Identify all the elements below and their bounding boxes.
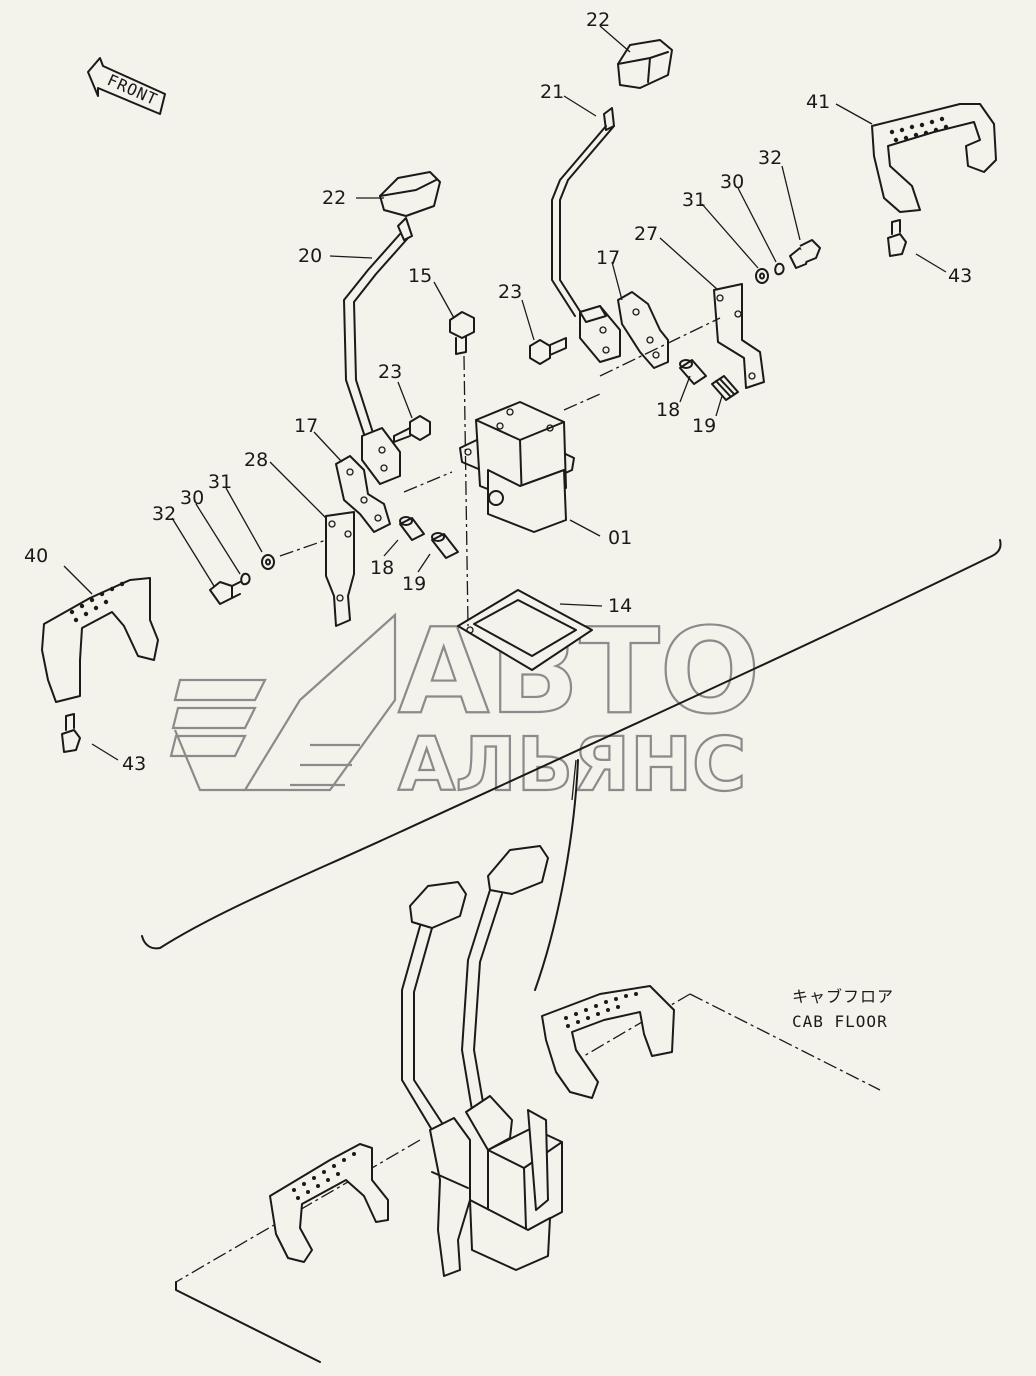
hidden-line xyxy=(571,759,577,801)
centerlines xyxy=(279,317,721,627)
valve-01 xyxy=(459,401,575,533)
bolt-23-left xyxy=(393,415,431,443)
pin-18-right xyxy=(679,359,707,385)
bolt-32-right xyxy=(789,239,821,269)
label-40: 40 xyxy=(24,545,48,567)
label-15: 15 xyxy=(408,265,432,287)
label-01: 01 xyxy=(608,527,632,549)
label-43-right: 43 xyxy=(948,265,972,287)
label-32-left: 32 xyxy=(152,503,176,525)
label-41: 41 xyxy=(806,91,830,113)
washer-31-right xyxy=(755,268,769,284)
washer-31-left xyxy=(261,554,275,570)
lever-right xyxy=(551,39,673,363)
watermark: АВТО АЛЬЯНС xyxy=(169,601,761,809)
bolt-32-left xyxy=(209,581,241,605)
bracket-27 xyxy=(713,283,765,389)
label-30-left: 30 xyxy=(180,487,204,509)
label-20: 20 xyxy=(298,245,322,267)
label-21: 21 xyxy=(540,81,564,103)
label-17-left: 17 xyxy=(294,415,318,437)
cab-floor-en: CAB FLOOR xyxy=(792,1012,888,1031)
label-23-left: 23 xyxy=(378,361,402,383)
label-23-right: 23 xyxy=(498,281,522,303)
label-30-right: 30 xyxy=(720,171,744,193)
label-27: 27 xyxy=(634,223,658,245)
pedal-40 xyxy=(41,577,159,703)
cab-floor-assembly xyxy=(175,845,881,1363)
front-arrow-icon: FRONT xyxy=(87,57,166,115)
lockwasher-30-right xyxy=(774,262,785,276)
label-18-right: 18 xyxy=(656,399,680,421)
bracket-28 xyxy=(325,511,355,627)
cab-floor-jp: キャブフロア xyxy=(792,987,894,1006)
connector-cable xyxy=(534,759,579,991)
label-17-right: 17 xyxy=(596,247,620,269)
label-19-right: 19 xyxy=(692,415,716,437)
label-22-right: 22 xyxy=(586,9,610,31)
label-31-right: 31 xyxy=(682,189,706,211)
cab-floor-caption: キャブフロア CAB FLOOR xyxy=(792,987,894,1031)
label-31-left: 31 xyxy=(208,471,232,493)
pin-19-right xyxy=(711,375,739,401)
section-boundary xyxy=(141,539,1002,950)
pedal-41 xyxy=(871,103,997,213)
watermark-logo-icon xyxy=(169,612,397,792)
part-labels: 22 21 41 32 30 31 27 17 43 22 20 15 23 2… xyxy=(24,9,972,775)
label-18-left: 18 xyxy=(370,557,394,579)
bolt-43-right xyxy=(887,219,907,257)
pin-18-left xyxy=(399,516,425,541)
plate-14 xyxy=(457,589,593,671)
lockwasher-30-left xyxy=(240,572,251,586)
pin-19-left xyxy=(431,532,459,559)
label-43-left: 43 xyxy=(122,753,146,775)
label-32-right: 32 xyxy=(758,147,782,169)
label-28: 28 xyxy=(244,449,268,471)
leader-lines xyxy=(63,25,947,761)
label-19-left: 19 xyxy=(402,573,426,595)
bracket-17-right xyxy=(617,291,669,369)
lever-left xyxy=(343,171,441,485)
bolt-43-left xyxy=(61,713,81,753)
bracket-17-left xyxy=(335,455,391,533)
bolt-15 xyxy=(449,311,475,355)
bolt-23-right xyxy=(529,337,567,365)
label-14: 14 xyxy=(608,595,632,617)
label-22-left: 22 xyxy=(322,187,346,209)
